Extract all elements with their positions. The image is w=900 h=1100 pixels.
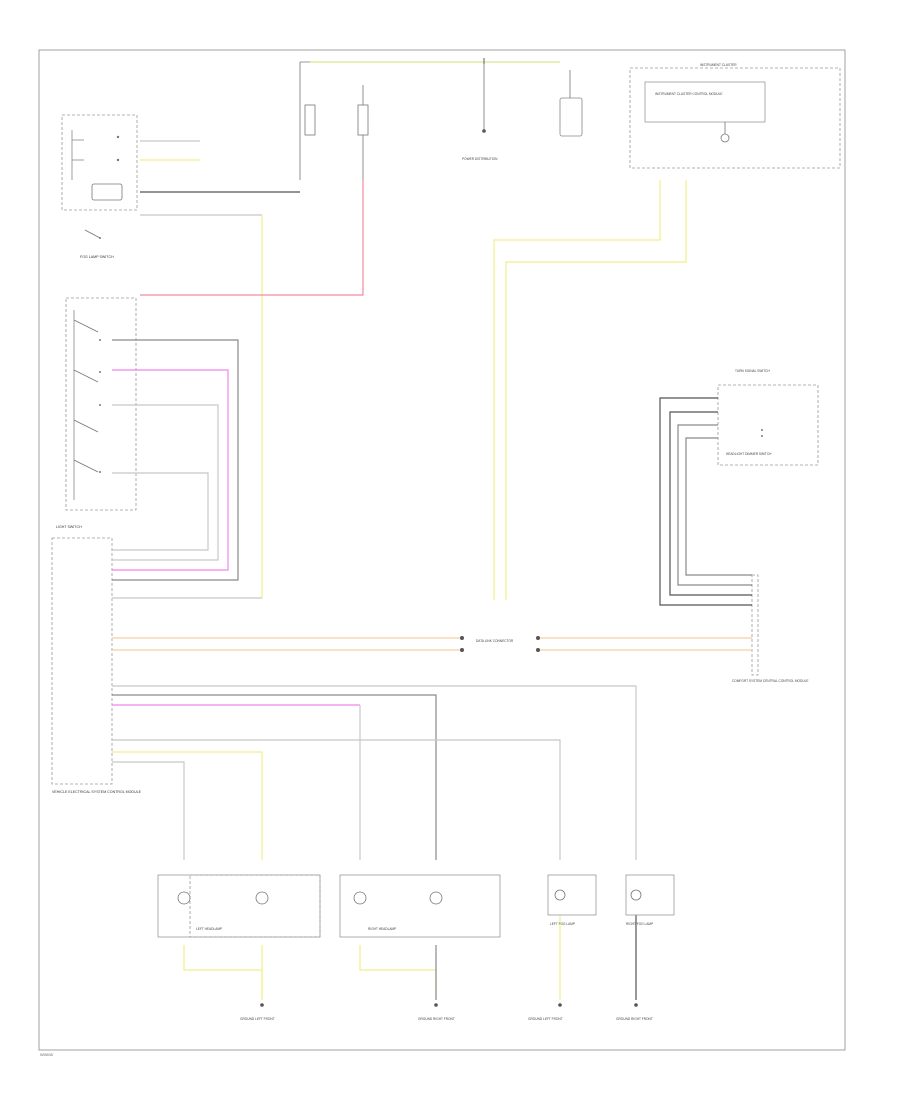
left-headlamp-label: LEFT HEADLAMP [196,927,222,931]
instrument-cluster-label: INSTRUMENT CLUSTER [700,63,737,67]
instrument-cluster: INSTRUMENT CLUSTER INSTRUMENT CLUSTER CO… [629,63,841,169]
ground-points: GROUND LEFT FRONT GROUND RIGHT FRONT GRO… [240,1003,653,1021]
ground-label-1: GROUND LEFT FRONT [240,1017,275,1021]
ground-label-4: GROUND RIGHT FRONT [616,1017,653,1021]
light-switch-label: LIGHT SWITCH [56,525,82,529]
left-fog-lamp-label: LEFT FOG LAMP [550,922,575,926]
data-link-connector: DATA LINK CONNECTOR [460,636,540,652]
left-headlamp: LEFT HEADLAMP [157,874,321,938]
fuse-relay-area: POWER DISTRIBUTION [299,60,583,180]
wires [112,58,752,1000]
turn-signal-headlight-dimmer-switch: TURN SIGNAL SWITCH HEADLIGHT DIMMER SWIT… [717,369,819,466]
right-fog-lamp-label: RIGHT FOG LAMP [626,922,653,926]
right-headlamp: RIGHT HEADLAMP [339,874,501,938]
turn-signal-switch-label: TURN SIGNAL SWITCH [735,369,770,373]
page-frame [38,49,846,1051]
fog-lamp-switch: FOG LAMP SWITCH [61,114,138,259]
ground-label-2: GROUND RIGHT FRONT [418,1017,455,1021]
right-headlamp-label: RIGHT HEADLAMP [368,927,396,931]
right-fog-lamp: RIGHT FOG LAMP [625,874,675,926]
fog-lamp-switch-label: FOG LAMP SWITCH [80,255,114,259]
vesc-module-label: VEHICLE ELECTRICAL SYSTEM CONTROL MODULE [52,790,142,794]
diagram-code: W0008 [40,1052,53,1057]
light-switch: LIGHT SWITCH [56,297,137,529]
power-distribution-label: POWER DISTRIBUTION [462,157,498,161]
left-fog-lamp: LEFT FOG LAMP [547,874,597,926]
ground-label-3: GROUND LEFT FRONT [528,1017,563,1021]
comfort-system-control-module: COMFORT SYSTEM CENTRAL CONTROL MODULE [732,574,809,683]
vehicle-electrical-system-control-module: VEHICLE ELECTRICAL SYSTEM CONTROL MODULE [51,537,142,794]
comfort-module-label: COMFORT SYSTEM CENTRAL CONTROL MODULE [732,679,809,683]
headlight-dimmer-switch-label: HEADLIGHT DIMMER SWITCH [726,452,772,456]
instrument-cluster-control-module-label: INSTRUMENT CLUSTER CONTROL MODULE [655,92,722,96]
data-link-connector-label: DATA LINK CONNECTOR [476,639,514,643]
